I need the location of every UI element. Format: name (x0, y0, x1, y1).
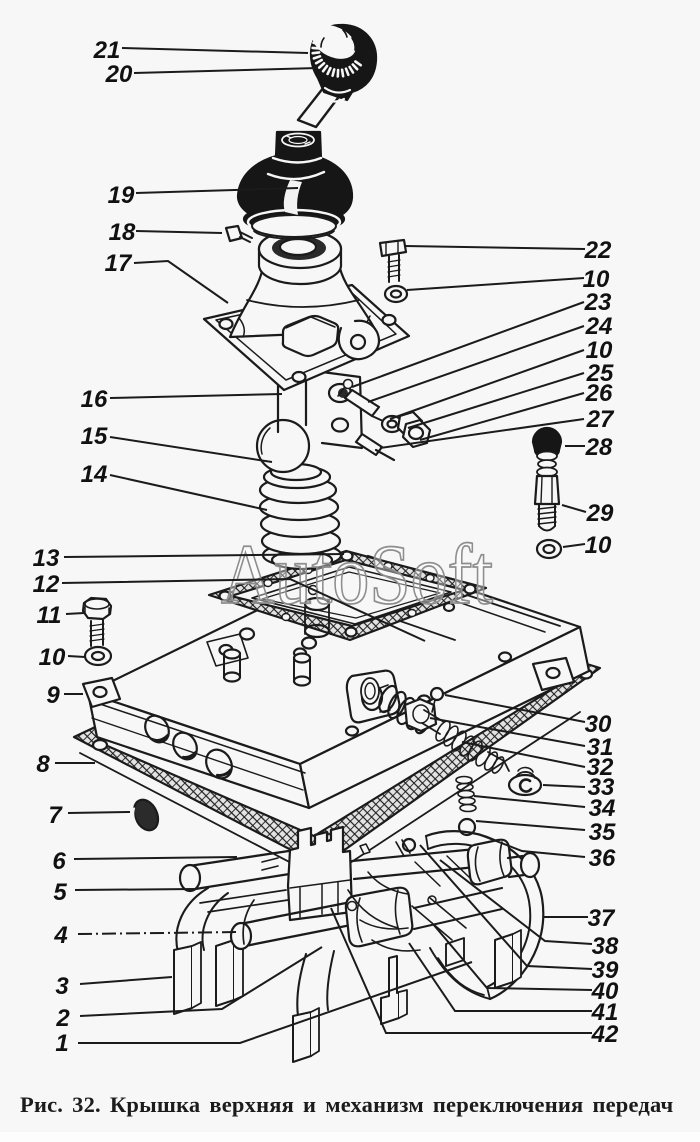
svg-text:41: 41 (591, 999, 619, 1026)
svg-text:29: 29 (586, 500, 614, 527)
svg-text:10: 10 (586, 337, 613, 364)
svg-text:16: 16 (81, 386, 108, 413)
svg-text:42: 42 (591, 1021, 619, 1048)
svg-text:21: 21 (93, 37, 121, 64)
svg-text:15: 15 (81, 423, 108, 450)
svg-text:30: 30 (585, 711, 612, 738)
svg-text:17: 17 (105, 250, 133, 277)
svg-text:10: 10 (583, 266, 610, 293)
svg-text:36: 36 (589, 845, 616, 872)
svg-text:35: 35 (589, 819, 616, 846)
svg-text:3: 3 (55, 973, 69, 1000)
svg-text:31: 31 (587, 734, 614, 761)
svg-text:22: 22 (584, 237, 612, 264)
svg-text:34: 34 (589, 795, 616, 822)
svg-text:9: 9 (46, 682, 60, 709)
svg-text:33: 33 (588, 774, 615, 801)
svg-text:Рис. 32. Крышка верхняя и меха: Рис. 32. Крышка верхняя и механизм перек… (20, 1092, 674, 1117)
svg-text:12: 12 (33, 571, 60, 598)
svg-text:20: 20 (105, 61, 133, 88)
svg-text:14: 14 (81, 461, 108, 488)
svg-text:39: 39 (592, 957, 619, 984)
svg-text:38: 38 (592, 933, 619, 960)
svg-text:13: 13 (33, 545, 60, 572)
svg-text:1: 1 (55, 1030, 68, 1057)
svg-text:19: 19 (108, 182, 135, 209)
svg-text:23: 23 (584, 289, 612, 316)
svg-text:2: 2 (55, 1005, 70, 1032)
svg-text:11: 11 (37, 602, 62, 629)
svg-text:27: 27 (586, 406, 615, 433)
svg-text:10: 10 (585, 532, 612, 559)
svg-text:40: 40 (591, 978, 619, 1005)
svg-text:7: 7 (48, 802, 63, 829)
svg-text:26: 26 (585, 380, 613, 407)
svg-text:6: 6 (52, 848, 66, 875)
svg-text:28: 28 (585, 434, 613, 461)
svg-text:24: 24 (585, 313, 613, 340)
svg-text:8: 8 (36, 751, 50, 778)
svg-text:5: 5 (53, 879, 67, 906)
svg-text:25: 25 (586, 360, 614, 387)
svg-text:18: 18 (109, 219, 136, 246)
svg-text:4: 4 (53, 922, 67, 949)
svg-text:37: 37 (588, 905, 616, 932)
svg-text:AutoSoft: AutoSoft (221, 526, 493, 622)
svg-text:10: 10 (39, 644, 66, 671)
svg-text:32: 32 (587, 754, 614, 781)
